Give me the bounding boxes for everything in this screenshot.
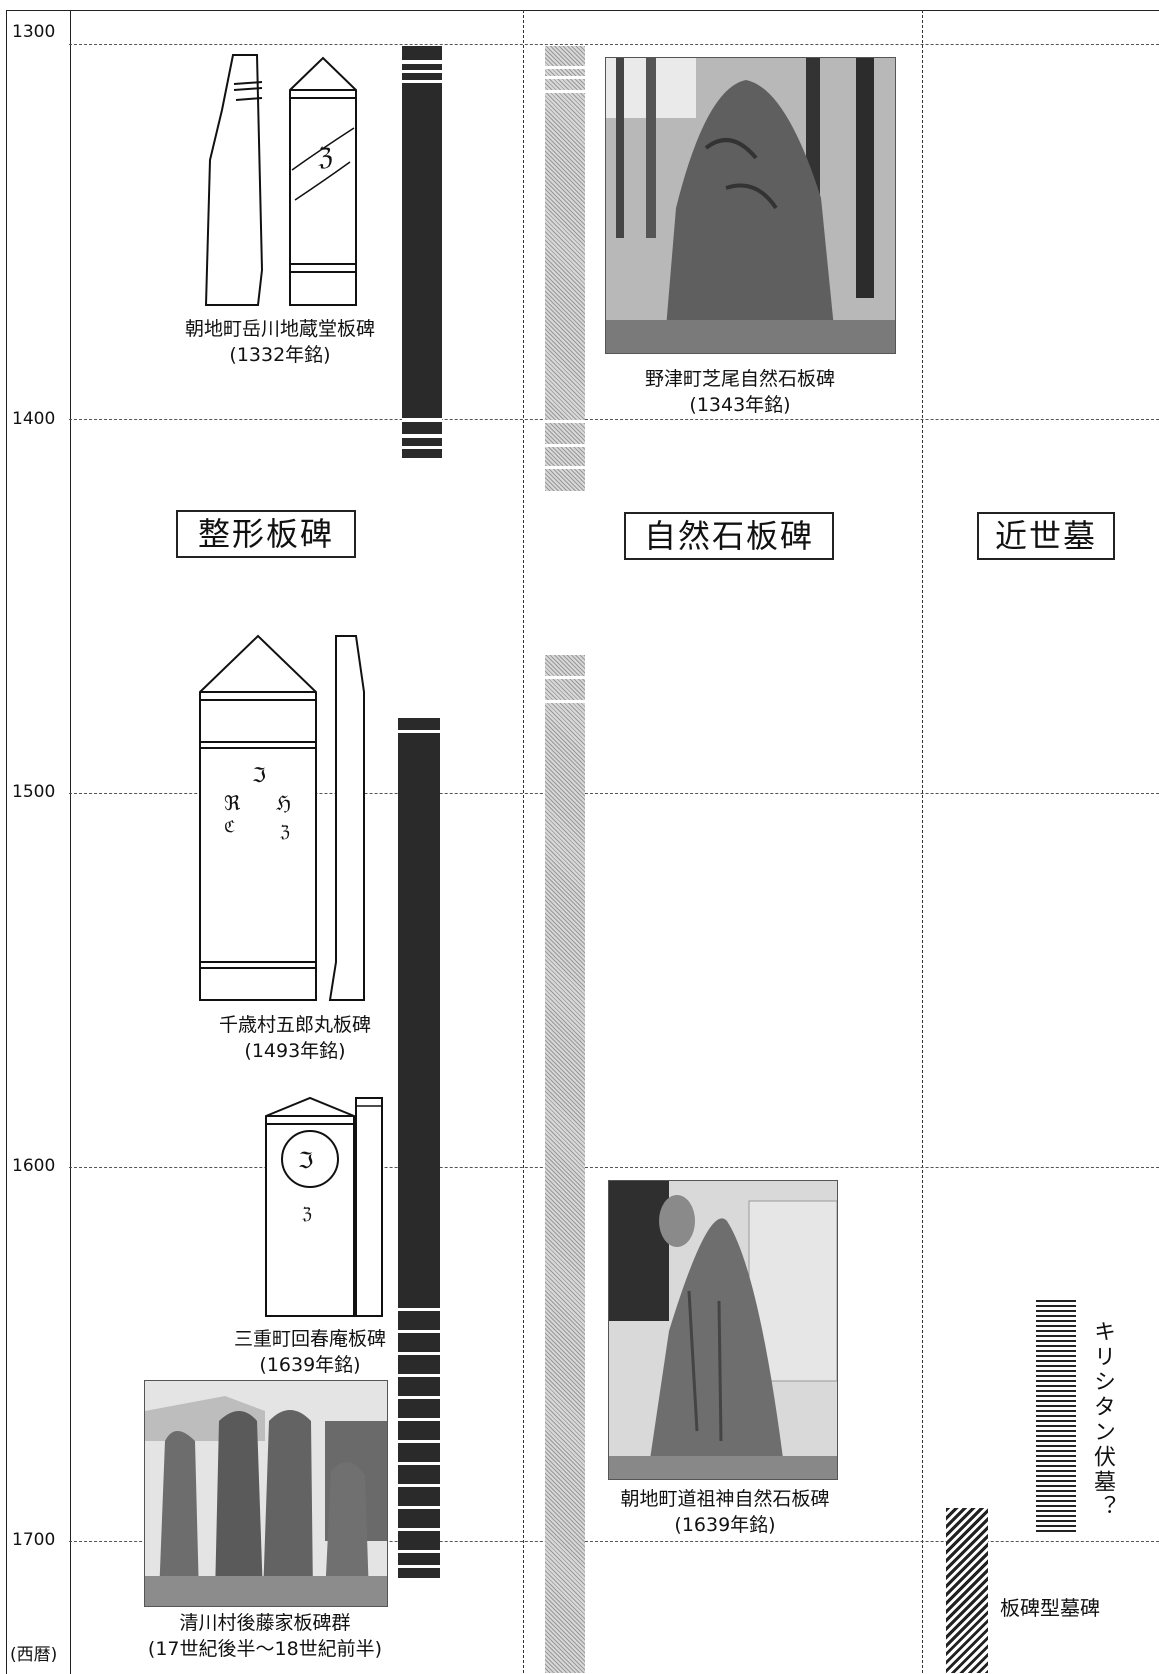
band-gap <box>545 700 585 703</box>
shizenseki-band-early <box>545 46 585 491</box>
band-gap <box>398 1374 440 1377</box>
kiyokawa-name: 清川村後藤家板碑群 <box>179 1612 351 1634</box>
category-kinsei-haka: 近世墓 <box>977 512 1115 560</box>
shizenseki-band-late <box>545 655 585 1673</box>
chitose-itabi-drawing: ℑ ℜ ℌ ℭ ℨ <box>199 634 365 1001</box>
asachi-dake-itabi-drawing: ℨ <box>204 54 357 306</box>
band-gap <box>402 446 442 449</box>
column-divider-1 <box>523 10 524 1673</box>
column-divider-2 <box>922 10 923 1673</box>
kiyokawa-date: (17世紀後半～18世紀前半) <box>147 1638 383 1660</box>
seikei-band-late <box>398 718 440 1578</box>
band-gap <box>402 418 442 422</box>
year-axis-column <box>6 10 71 1674</box>
kiyokawa-caption: 清川村後藤家板碑群 (17世紀後半～18世紀前半) <box>120 1610 410 1662</box>
svg-text:ℨ: ℨ <box>318 143 333 171</box>
asachi-dosojin-name: 朝地町道祖神自然石板碑 <box>620 1488 830 1510</box>
asachi-dake-date: (1332年銘) <box>229 344 331 366</box>
band-gap <box>545 420 585 423</box>
band-gap <box>398 730 440 733</box>
category-seikei-itabi: 整形板碑 <box>176 510 356 558</box>
svg-text:ℑ: ℑ <box>252 763 266 787</box>
band-gap <box>545 676 585 679</box>
band-gap <box>398 1418 440 1421</box>
mie-date: (1639年銘) <box>259 1354 361 1376</box>
band-gap <box>398 1440 440 1443</box>
band-gap <box>398 1506 440 1509</box>
asachi-dake-name: 朝地町岳川地蔵堂板碑 <box>184 318 375 340</box>
itabi-bohi-band <box>946 1508 988 1673</box>
band-gap <box>402 70 442 73</box>
gridline-1500 <box>69 793 1159 794</box>
chitose-date: (1493年銘) <box>244 1040 346 1062</box>
band-gap <box>398 1462 440 1465</box>
asachi-dosojin-caption: 朝地町道祖神自然石板碑 (1639年銘) <box>590 1486 860 1538</box>
gridline-1600 <box>69 1167 1159 1168</box>
svg-text:ℌ: ℌ <box>276 791 291 815</box>
band-gap <box>398 1330 440 1333</box>
kiyokawa-goto-photo <box>144 1380 388 1607</box>
band-gap <box>545 466 585 469</box>
band-gap <box>398 1308 440 1311</box>
band-gap <box>545 444 585 447</box>
year-1600: 1600 <box>10 1156 58 1176</box>
notsu-shibao-caption: 野津町芝尾自然石板碑 (1343年銘) <box>590 366 890 418</box>
mie-caption: 三重町回春庵板碑 (1639年銘) <box>200 1326 420 1378</box>
kirishitan-label: キリシタン伏墓？ <box>1090 1320 1115 1520</box>
band-gap <box>398 1528 440 1531</box>
mie-name: 三重町回春庵板碑 <box>233 1328 386 1350</box>
gridline-1400 <box>69 419 1159 420</box>
notsu-shibao-date: (1343年銘) <box>689 394 791 416</box>
svg-text:ℭ: ℭ <box>224 817 235 836</box>
svg-text:ℨ: ℨ <box>302 1204 312 1223</box>
seikei-band-early <box>402 46 442 458</box>
notsu-shibao-photo <box>605 57 896 354</box>
chitose-caption: 千歳村五郎丸板碑 (1493年銘) <box>190 1012 400 1064</box>
asachi-dake-caption: 朝地町岳川地蔵堂板碑 (1332年銘) <box>150 316 410 368</box>
kirishitan-band <box>1036 1300 1076 1533</box>
band-gap <box>545 76 585 79</box>
year-1400: 1400 <box>10 409 58 429</box>
mie-kaishunan-itabi-drawing: ℑ ℨ <box>265 1096 383 1317</box>
band-gap <box>545 66 585 69</box>
gridline-1700 <box>69 1541 1159 1542</box>
gridline-1300 <box>69 44 1159 45</box>
year-1500: 1500 <box>10 782 58 802</box>
itabi-bohi-label: 板碑型墓碑 <box>1000 1596 1100 1620</box>
band-gap <box>402 60 442 64</box>
era-label: (西暦) <box>10 1645 58 1665</box>
notsu-shibao-name: 野津町芝尾自然石板碑 <box>644 368 835 390</box>
chitose-name: 千歳村五郎丸板碑 <box>218 1014 371 1036</box>
category-shizenseki-itabi: 自然石板碑 <box>624 512 834 560</box>
svg-text:ℨ: ℨ <box>280 822 290 841</box>
asachi-dosojin-date: (1639年銘) <box>674 1514 776 1536</box>
asachi-dosojin-photo <box>608 1180 838 1480</box>
band-gap <box>402 80 442 83</box>
top-border <box>6 10 1159 11</box>
band-gap <box>545 90 585 93</box>
band-gap <box>398 1484 440 1487</box>
svg-text:ℜ: ℜ <box>224 791 241 815</box>
svg-text:ℑ: ℑ <box>298 1149 313 1174</box>
band-gap <box>398 1352 440 1355</box>
band-gap <box>402 434 442 438</box>
band-gap <box>398 1396 440 1399</box>
year-1700: 1700 <box>10 1530 58 1550</box>
band-gap <box>398 1565 440 1568</box>
year-1300: 1300 <box>10 22 58 42</box>
band-gap <box>398 1550 440 1553</box>
